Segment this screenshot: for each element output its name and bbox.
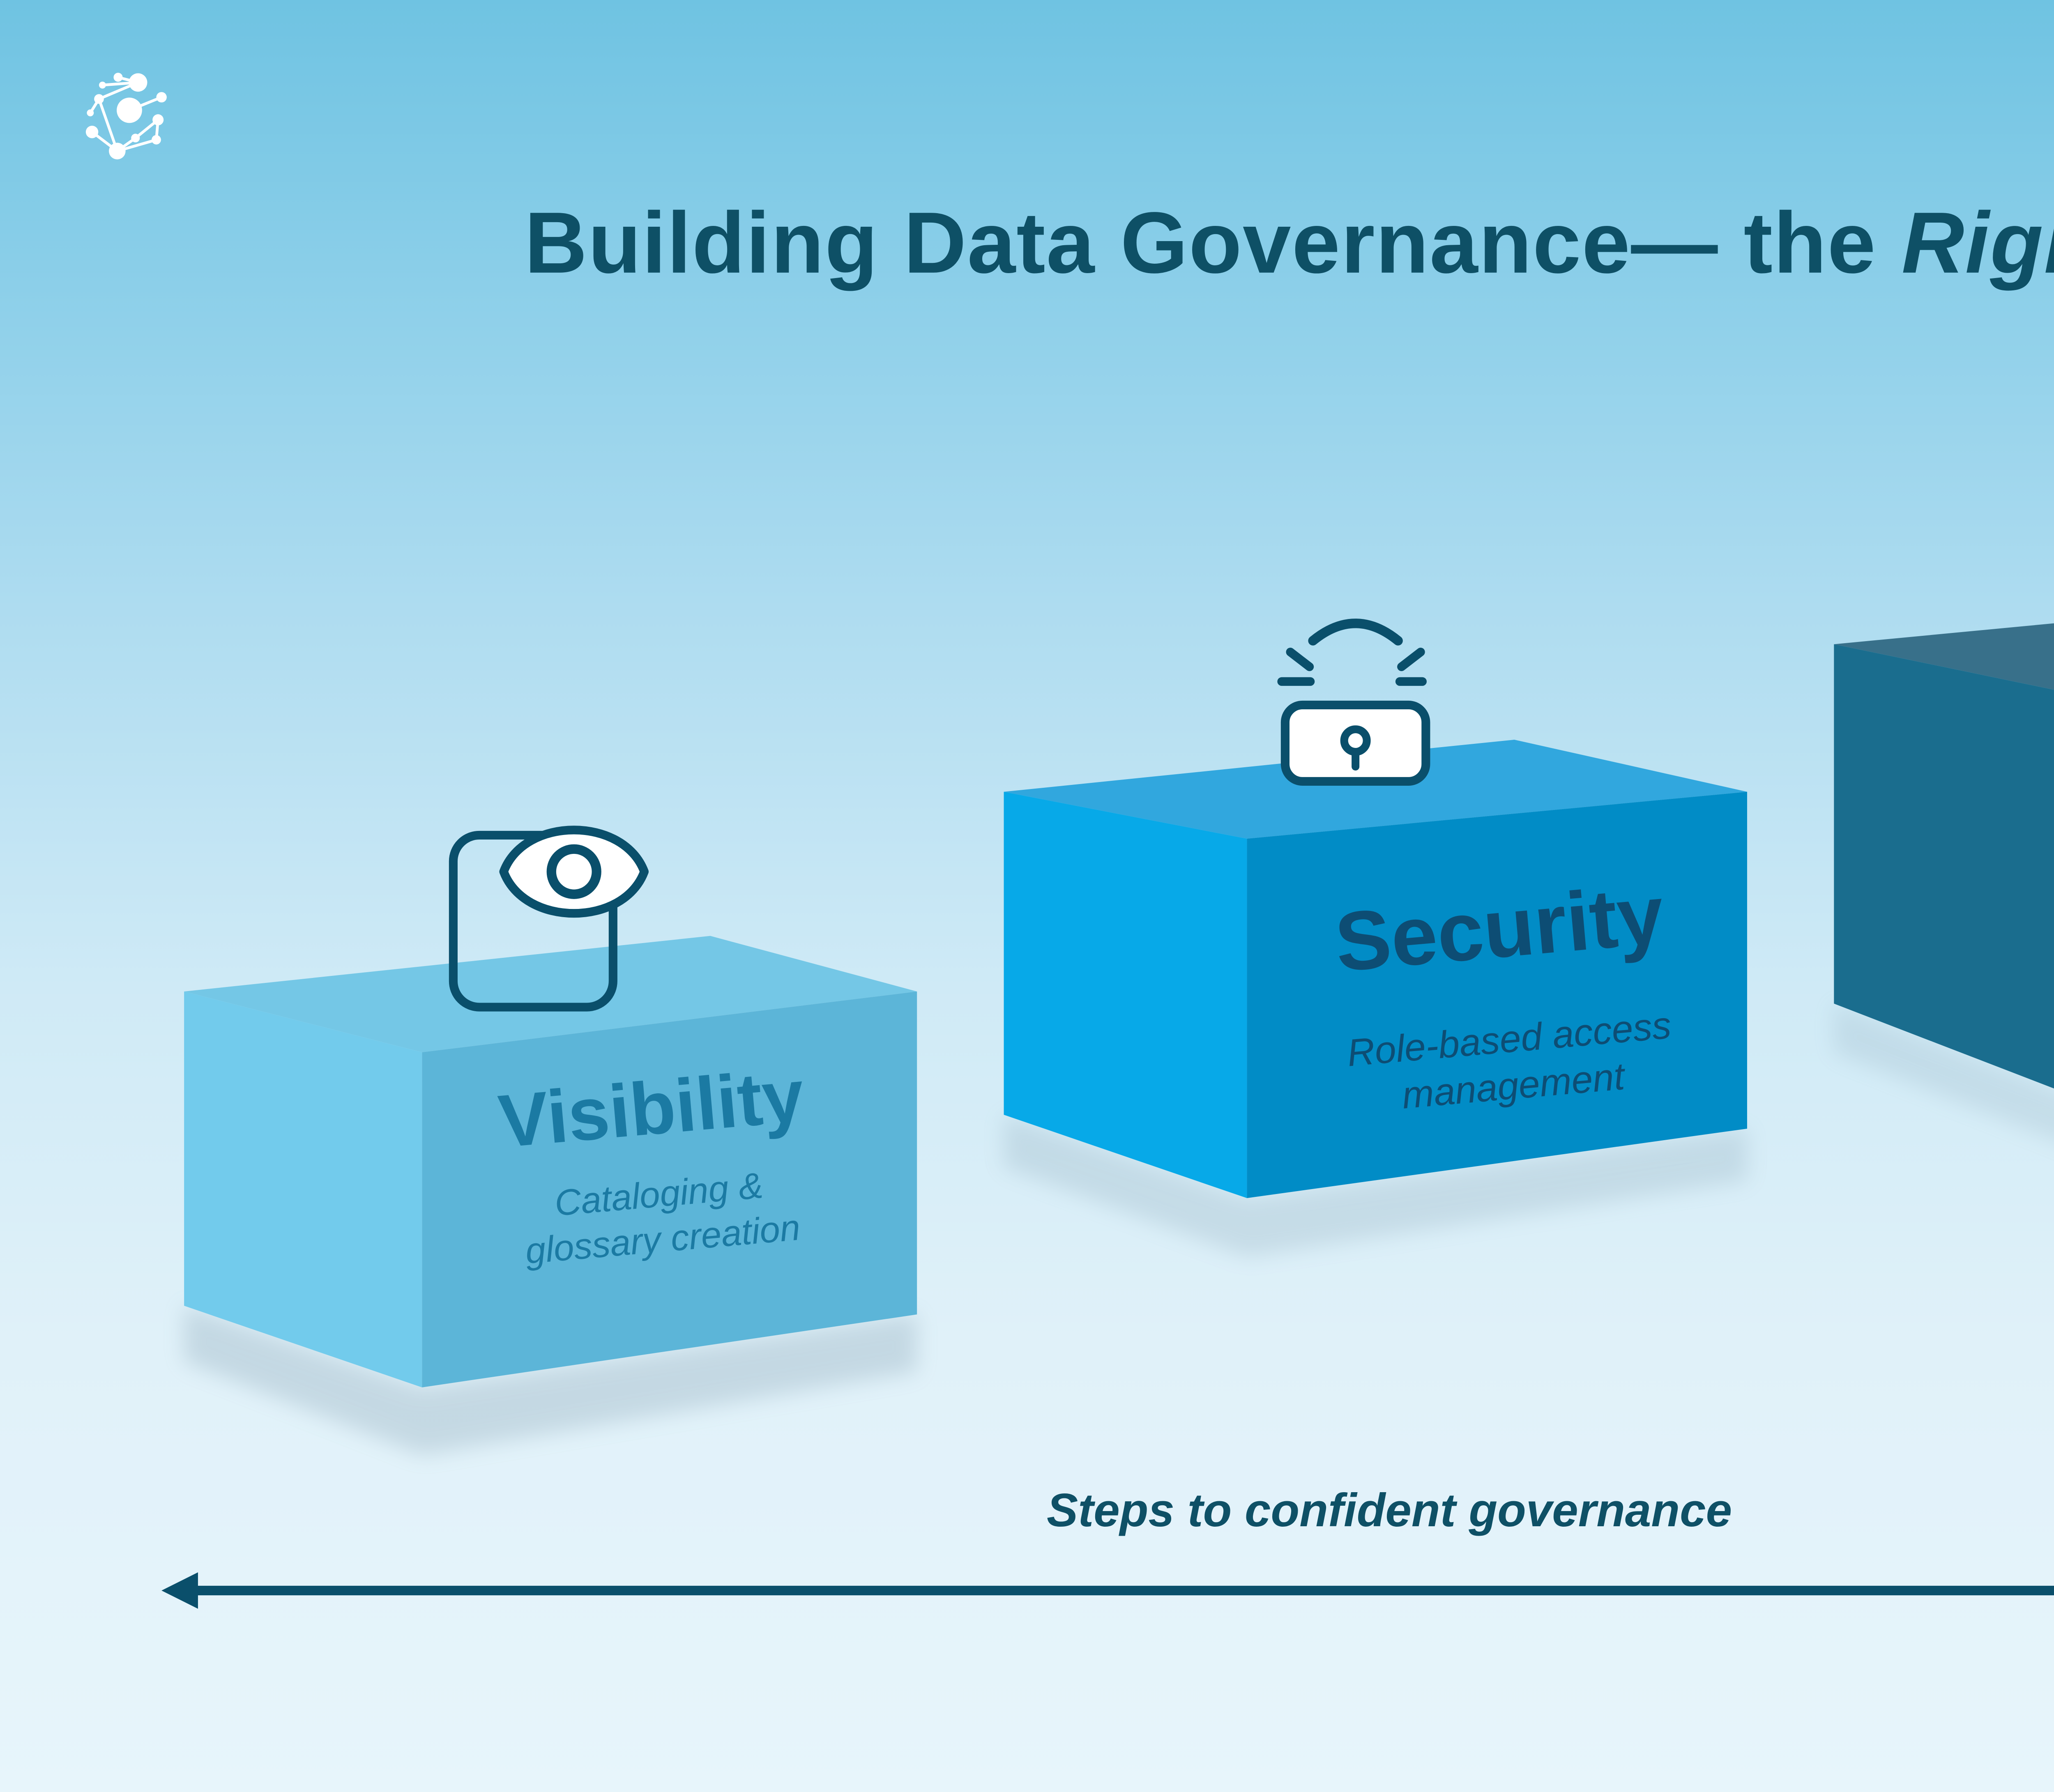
page-title: Building Data Governance— the Right Way [386, 194, 2054, 294]
shadow-trust [1834, 1003, 2054, 1141]
box-visibility-left-face [184, 991, 422, 1387]
box-visibility-top-face [184, 936, 917, 1052]
box-trust-left-face [1834, 644, 2054, 1089]
box-security-left-face [1004, 791, 1247, 1199]
eye-visibility-icon [449, 826, 649, 1012]
box-visibility [184, 936, 917, 1387]
axis-arrowhead-left [161, 1572, 198, 1609]
page-title-prefix: Building Data Governance— the [524, 194, 1902, 292]
box-visibility-front-face [422, 991, 917, 1387]
padlock-spark-left-diagonal [1286, 647, 1314, 671]
eye-pupil [546, 844, 601, 899]
padlock-body [1280, 700, 1430, 786]
data-network-logo [85, 73, 167, 160]
box-security-top-face [1004, 739, 1747, 839]
shadow-visibility [184, 1306, 917, 1455]
page-title-italic-word: Right [1901, 194, 2054, 292]
box-security [1004, 739, 1747, 1199]
padlock-spark-right-diagonal [1397, 647, 1425, 671]
padlock-unlocked-icon [1277, 619, 1430, 786]
padlock-shackle-arc [1308, 619, 1403, 646]
box-shadows [184, 1003, 2054, 1455]
box-security-front-face [1247, 791, 1747, 1199]
axis-label: Steps to confident governance [1047, 1484, 1732, 1537]
step-security-text: Security Role-based access management [1245, 867, 1766, 1132]
box-trust-top-face [1834, 623, 2054, 690]
shadow-security [1004, 1115, 1747, 1257]
logo-nodes [85, 73, 167, 160]
box-trust [1834, 623, 2054, 1089]
axis-arrow [161, 1572, 2054, 1609]
